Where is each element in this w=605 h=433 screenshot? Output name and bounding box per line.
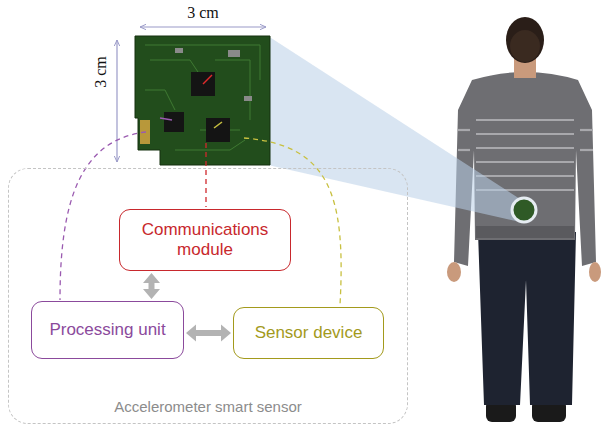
link-arrow xyxy=(143,273,160,299)
person-figure xyxy=(447,17,601,422)
dimension-label: 3 cm xyxy=(187,4,219,22)
module-label: Sensor device xyxy=(255,323,363,343)
dimension-label: 3 cm xyxy=(92,56,110,88)
leader-line xyxy=(205,143,206,207)
system-region: Accelerometer smart sensor Communications… xyxy=(8,168,408,424)
link-arrow xyxy=(186,325,231,342)
module-label: Processing unit xyxy=(49,320,165,340)
zoom-beam xyxy=(268,36,520,222)
dimension-line xyxy=(140,26,266,27)
dimension-line xyxy=(116,40,117,162)
region-label: Accelerometer smart sensor xyxy=(9,398,407,415)
module-label: Communications module xyxy=(130,220,280,261)
module-box: Processing unit xyxy=(31,301,184,359)
circuit-board xyxy=(135,36,270,165)
module-box: Communications module xyxy=(119,209,291,271)
module-box: Sensor device xyxy=(233,307,384,359)
sensor-spot xyxy=(512,198,536,222)
